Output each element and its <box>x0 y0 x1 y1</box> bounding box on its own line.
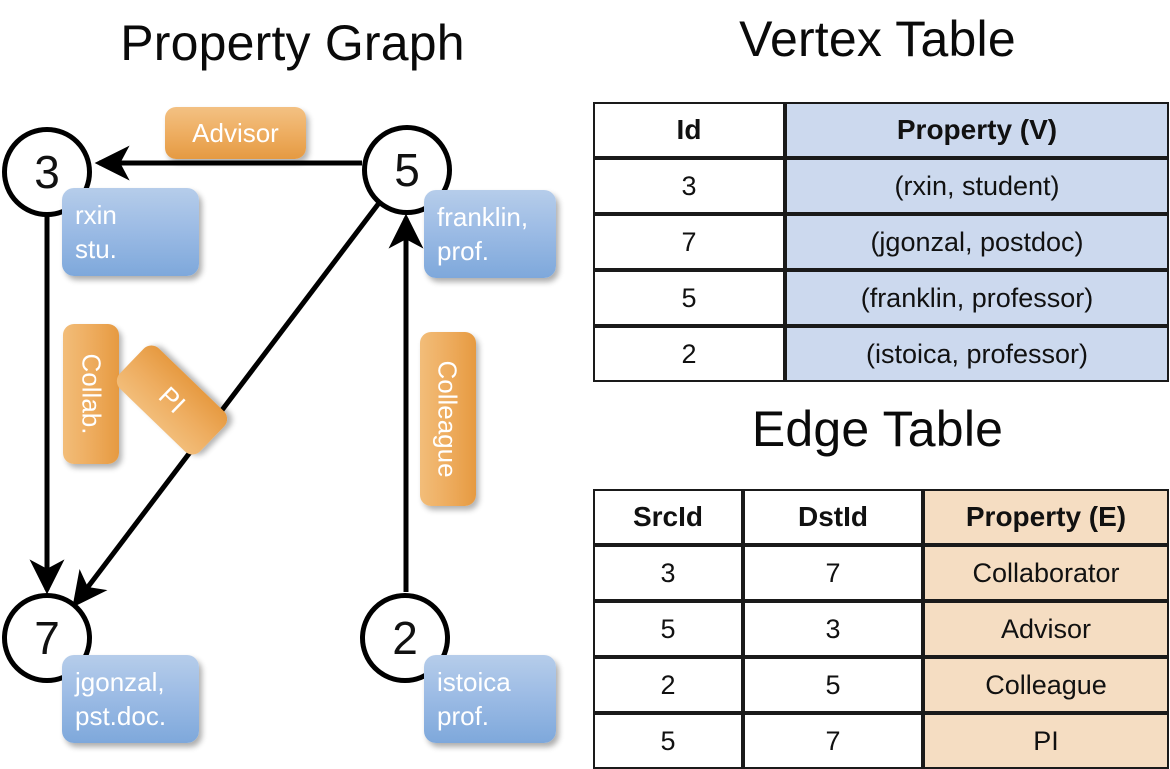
column-header-id: Id <box>593 102 785 158</box>
cell-property: Collaborator <box>923 545 1169 601</box>
table-row[interactable]: 5 3 Advisor <box>593 601 1169 657</box>
vertex-property-box-jgonzal[interactable]: jgonzal, pst.doc. <box>62 655 199 743</box>
cell-dstid: 5 <box>743 657 923 713</box>
cell-property: PI <box>923 713 1169 769</box>
vertex-property-line: franklin, <box>437 202 529 232</box>
edge-property-label: PI <box>152 380 192 420</box>
graph-node-5[interactable]: 5 <box>362 125 452 215</box>
cell-property: (istoica, professor) <box>785 326 1169 382</box>
table-row[interactable]: 5 7 PI <box>593 713 1169 769</box>
column-header-property-v: Property (V) <box>785 102 1169 158</box>
column-header-property-e: Property (E) <box>923 489 1169 545</box>
cell-dstid: 3 <box>743 601 923 657</box>
vertex-table: Id Property (V) 3 (rxin, student) 7 (jgo… <box>593 102 1169 382</box>
vertex-property-box-rxin[interactable]: rxin stu. <box>62 188 199 276</box>
edge-arrow-pi <box>72 201 381 608</box>
edge-property-box-advisor[interactable]: Advisor <box>165 107 306 159</box>
edge-property-label: Advisor <box>192 118 279 148</box>
cell-srcid: 5 <box>593 601 743 657</box>
cell-id: 3 <box>593 158 785 214</box>
cell-property: Colleague <box>923 657 1169 713</box>
property-graph-diagram: 3 5 7 2 rxin stu. franklin, prof. jgonza… <box>0 0 585 760</box>
edge-property-box-colleague[interactable]: Colleague <box>420 332 476 506</box>
page-title-property-graph: Property Graph <box>120 15 465 71</box>
edge-table: SrcId DstId Property (E) 3 7 Collaborato… <box>593 489 1169 769</box>
table-row[interactable]: 2 5 Colleague <box>593 657 1169 713</box>
vertex-property-line: prof. <box>437 235 490 266</box>
vertex-property-line: rxin <box>75 200 117 230</box>
page-title-edge-table: Edge Table <box>751 401 1004 457</box>
edge-property-label: Colleague <box>433 360 463 478</box>
cell-id: 7 <box>593 214 785 270</box>
graph-edge-arrows <box>29 145 424 608</box>
column-header-srcid: SrcId <box>593 489 743 545</box>
table-row[interactable]: 3 (rxin, student) <box>593 158 1169 214</box>
cell-id: 5 <box>593 270 785 326</box>
cell-property: Advisor <box>923 601 1169 657</box>
page-title-vertex-table: Vertex Table <box>739 11 1016 67</box>
column-header-dstid: DstId <box>743 489 923 545</box>
cell-dstid: 7 <box>743 713 923 769</box>
cell-srcid: 5 <box>593 713 743 769</box>
table-row[interactable]: 2 (istoica, professor) <box>593 326 1169 382</box>
vertex-property-box-franklin[interactable]: franklin, prof. <box>424 190 556 278</box>
vertex-property-line: stu. <box>75 233 117 264</box>
vertex-property-box-istoica[interactable]: istoica prof. <box>424 655 556 743</box>
cell-property: (rxin, student) <box>785 158 1169 214</box>
vertex-property-line: jgonzal, <box>75 667 165 697</box>
table-header-row: SrcId DstId Property (E) <box>593 489 1169 545</box>
table-header-row: Id Property (V) <box>593 102 1169 158</box>
cell-id: 2 <box>593 326 785 382</box>
edge-property-label: Collab. <box>76 353 106 435</box>
vertex-property-line: istoica <box>437 667 511 697</box>
graph-node-2[interactable]: 2 <box>360 593 450 683</box>
table-row[interactable]: 5 (franklin, professor) <box>593 270 1169 326</box>
cell-dstid: 7 <box>743 545 923 601</box>
vertex-property-line: prof. <box>437 700 490 731</box>
cell-property: (franklin, professor) <box>785 270 1169 326</box>
cell-property: (jgonzal, postdoc) <box>785 214 1169 270</box>
table-row[interactable]: 7 (jgonzal, postdoc) <box>593 214 1169 270</box>
vertex-property-line: pst.doc. <box>75 700 167 731</box>
edge-property-box-collab[interactable]: Collab. <box>63 324 119 464</box>
table-row[interactable]: 3 7 Collaborator <box>593 545 1169 601</box>
cell-srcid: 3 <box>593 545 743 601</box>
cell-srcid: 2 <box>593 657 743 713</box>
